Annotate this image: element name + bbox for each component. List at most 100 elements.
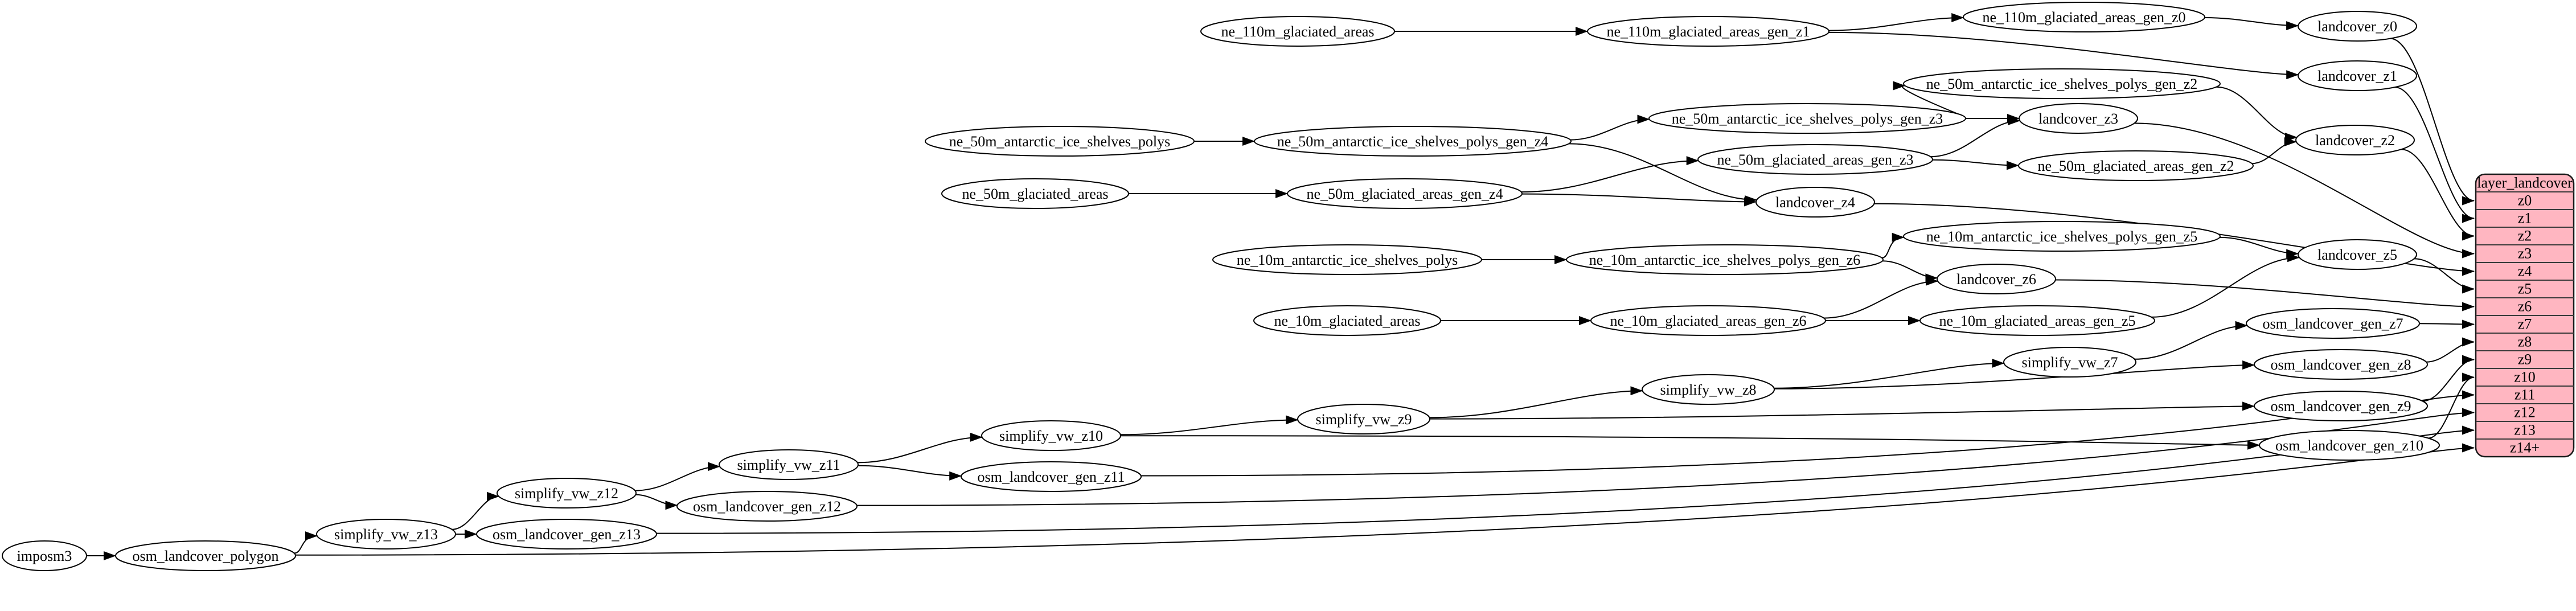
node-shape-osm_landcover_gen_z7: [2246, 308, 2420, 339]
node-ne_110m_glaciated_areas_gen_z1: ne_110m_glaciated_areas_gen_z1: [1587, 16, 1830, 47]
node-label-ne_50m_glaciated_areas_gen_z4: ne_50m_glaciated_areas_gen_z4: [1306, 186, 1503, 202]
node-ne_50m_glaciated_areas: ne_50m_glaciated_areas: [941, 178, 1129, 209]
node-shape-ne_50m_antarctic_ice_shelves_polys_gen_z3: [1648, 103, 1966, 134]
edge-ne_10m_antarctic_ice_shelves_polys_gen_z6-to-ne_10m_antarctic_ice_shelves_polys_gen_z5: [1881, 232, 1905, 259]
edge-osm_landcover_gen_z11-to-layer-z11: [1141, 390, 2475, 477]
node-simplify_vw_z9: simplify_vw_z9: [1297, 404, 1430, 434]
node-shape-landcover_z0: [2298, 11, 2417, 42]
node-label-simplify_vw_z12: simplify_vw_z12: [515, 485, 618, 502]
edge-osm_landcover_gen_z10-to-layer-z10: [2428, 372, 2475, 439]
layer-row-z14+: z14+: [2510, 440, 2540, 456]
node-label-simplify_vw_z13: simplify_vw_z13: [334, 526, 438, 543]
node-label-ne_50m_glaciated_areas_gen_z3: ne_50m_glaciated_areas_gen_z3: [1717, 151, 1913, 168]
node-label-simplify_vw_z7: simplify_vw_z7: [2022, 354, 2118, 371]
edge-landcover_z2-to-layer-z2: [2401, 149, 2475, 241]
node-shape-simplify_vw_z9: [1297, 404, 1430, 434]
node-label-ne_10m_antarctic_ice_shelves_polys_gen_z5: ne_10m_antarctic_ice_shelves_polys_gen_z…: [1926, 228, 2198, 245]
node-ne_50m_glaciated_areas_gen_z4: ne_50m_glaciated_areas_gen_z4: [1287, 178, 1523, 209]
edge-ne_10m_glaciated_areas_gen_z6-to-landcover_z6: [1823, 276, 1939, 319]
node-landcover_z0: landcover_z0: [2298, 11, 2417, 42]
node-label-simplify_vw_z10: simplify_vw_z10: [999, 428, 1103, 444]
edge-simplify_vw_z13-to-simplify_vw_z12: [452, 491, 499, 530]
node-shape-ne_50m_glaciated_areas: [941, 178, 1129, 209]
edge-osm_landcover_gen_z8-to-layer-z8: [2426, 337, 2475, 363]
node-osm_landcover_gen_z8: osm_landcover_gen_z8: [2254, 349, 2428, 380]
node-shape-simplify_vw_z12: [497, 478, 637, 509]
node-landcover_z3: landcover_z3: [2019, 103, 2138, 134]
node-shape-simplify_vw_z7: [2003, 347, 2136, 378]
edge-landcover_z6-to-layer-z6: [2055, 279, 2475, 311]
node-ne_10m_glaciated_areas_gen_z6: ne_10m_glaciated_areas_gen_z6: [1590, 305, 1826, 336]
node-osm_landcover_gen_z9: osm_landcover_gen_z9: [2254, 391, 2428, 421]
node-label-ne_10m_antarctic_ice_shelves_polys_gen_z6: ne_10m_antarctic_ice_shelves_polys_gen_z…: [1589, 252, 1861, 268]
node-shape-landcover_z4: [1755, 187, 1875, 218]
node-shape-osm_landcover_gen_z11: [961, 461, 1142, 492]
node-shape-landcover_z5: [2298, 239, 2417, 270]
node-label-ne_50m_antarctic_ice_shelves_polys_gen_z4: ne_50m_antarctic_ice_shelves_polys_gen_z…: [1277, 133, 1549, 150]
layer-row-z4: z4: [2518, 263, 2532, 280]
layer-landcover-table: layer_landcoverz0z1z2z3z4z5z6z7z8z9z10z1…: [2475, 173, 2575, 458]
edge-ne_110m_glaciated_areas_gen_z1-to-landcover_z1: [1828, 31, 2299, 80]
node-simplify_vw_z10: simplify_vw_z10: [981, 420, 1121, 451]
node-osm_landcover_gen_z10: osm_landcover_gen_z10: [2259, 430, 2440, 461]
edge-simplify_vw_z9-to-osm_landcover_gen_z9: [1429, 401, 2255, 420]
edge-osm_landcover_polygon-to-simplify_vw_z13: [294, 531, 318, 554]
layer-table-title: layer_landcover: [2477, 175, 2573, 191]
node-label-landcover_z1: landcover_z1: [2317, 68, 2397, 84]
node-label-osm_landcover_gen_z8: osm_landcover_gen_z8: [2271, 356, 2411, 373]
node-ne_50m_antarctic_ice_shelves_polys_gen_z4: ne_50m_antarctic_ice_shelves_polys_gen_z…: [1254, 126, 1572, 157]
edge-simplify_vw_z12-to-osm_landcover_gen_z12: [635, 494, 678, 510]
node-imposm3: imposm3: [2, 540, 87, 571]
node-ne_50m_antarctic_ice_shelves_polys_gen_z3: ne_50m_antarctic_ice_shelves_polys_gen_z…: [1648, 103, 1966, 134]
node-shape-osm_landcover_gen_z9: [2254, 391, 2428, 421]
node-label-osm_landcover_polygon: osm_landcover_polygon: [132, 548, 278, 564]
node-shape-ne_10m_antarctic_ice_shelves_polys_gen_z5: [1903, 221, 2221, 252]
node-shape-ne_10m_glaciated_areas_gen_z6: [1590, 305, 1826, 336]
layer-row-z3: z3: [2518, 245, 2532, 262]
node-label-ne_50m_glaciated_areas: ne_50m_glaciated_areas: [962, 186, 1109, 202]
node-label-landcover_z0: landcover_z0: [2317, 18, 2397, 35]
node-simplify_vw_z11: simplify_vw_z11: [719, 449, 859, 480]
edge-ne_10m_antarctic_ice_shelves_polys_gen_z6-to-landcover_z6: [1882, 260, 1938, 283]
node-osm_landcover_gen_z13: osm_landcover_gen_z13: [476, 519, 657, 550]
edge-simplify_vw_z7-to-osm_landcover_gen_z7: [2134, 321, 2248, 360]
edge-simplify_vw_z8-to-simplify_vw_z7: [1774, 358, 2005, 389]
node-label-landcover_z6: landcover_z6: [1956, 271, 2036, 288]
node-ne_50m_antarctic_ice_shelves_polys_gen_z2: ne_50m_antarctic_ice_shelves_polys_gen_z…: [1903, 68, 2221, 99]
node-label-imposm3: imposm3: [17, 548, 72, 564]
node-shape-ne_10m_antarctic_ice_shelves_polys: [1212, 244, 1482, 275]
node-shape-ne_50m_antarctic_ice_shelves_polys_gen_z4: [1254, 126, 1572, 157]
node-label-ne_110m_glaciated_areas_gen_z0: ne_110m_glaciated_areas_gen_z0: [1982, 9, 2185, 26]
edge-simplify_vw_z9-to-simplify_vw_z8: [1429, 386, 1643, 419]
node-ne_10m_antarctic_ice_shelves_polys_gen_z6: ne_10m_antarctic_ice_shelves_polys_gen_z…: [1566, 244, 1884, 275]
node-osm_landcover_gen_z11: osm_landcover_gen_z11: [961, 461, 1142, 492]
layer-row-z11: z11: [2515, 387, 2536, 403]
node-label-osm_landcover_gen_z9: osm_landcover_gen_z9: [2271, 398, 2411, 415]
edge-ne_50m_glaciated_areas_gen_z4-to-landcover_z4: [1521, 193, 1757, 207]
node-shape-ne_50m_glaciated_areas_gen_z2: [2018, 150, 2254, 181]
node-shape-ne_50m_glaciated_areas_gen_z4: [1287, 178, 1523, 209]
node-landcover_z5: landcover_z5: [2298, 239, 2417, 270]
node-shape-simplify_vw_z11: [719, 449, 859, 480]
node-shape-ne_110m_glaciated_areas: [1200, 16, 1395, 47]
edge-ne_50m_glaciated_areas_gen_z2-to-landcover_z2: [2251, 137, 2297, 165]
node-label-osm_landcover_gen_z7: osm_landcover_gen_z7: [2263, 315, 2403, 332]
node-simplify_vw_z12: simplify_vw_z12: [497, 478, 637, 509]
edge-landcover_z0-to-layer-z0: [2390, 38, 2475, 206]
edge-osm_landcover_gen_z9-to-layer-z9: [2422, 355, 2475, 402]
node-shape-osm_landcover_gen_z13: [476, 519, 657, 550]
node-ne_50m_glaciated_areas_gen_z2: ne_50m_glaciated_areas_gen_z2: [2018, 150, 2254, 181]
node-shape-ne_50m_antarctic_ice_shelves_polys_gen_z2: [1903, 68, 2221, 99]
node-shape-ne_10m_glaciated_areas: [1253, 305, 1441, 336]
layer-row-z12: z12: [2514, 404, 2536, 421]
node-shape-landcover_z6: [1937, 264, 2056, 294]
layer-row-z13: z13: [2514, 422, 2536, 438]
layer-row-z6: z6: [2518, 298, 2532, 315]
node-shape-ne_50m_antarctic_ice_shelves_polys: [925, 126, 1195, 157]
node-shape-ne_110m_glaciated_areas_gen_z0: [1963, 2, 2205, 32]
layer-row-z1: z1: [2518, 210, 2532, 227]
edge-osm_landcover_gen_z13-to-layer-z13: [656, 425, 2475, 534]
node-ne_10m_glaciated_areas: ne_10m_glaciated_areas: [1253, 305, 1441, 336]
edge-landcover_z4-to-layer-z4: [1874, 203, 2475, 276]
